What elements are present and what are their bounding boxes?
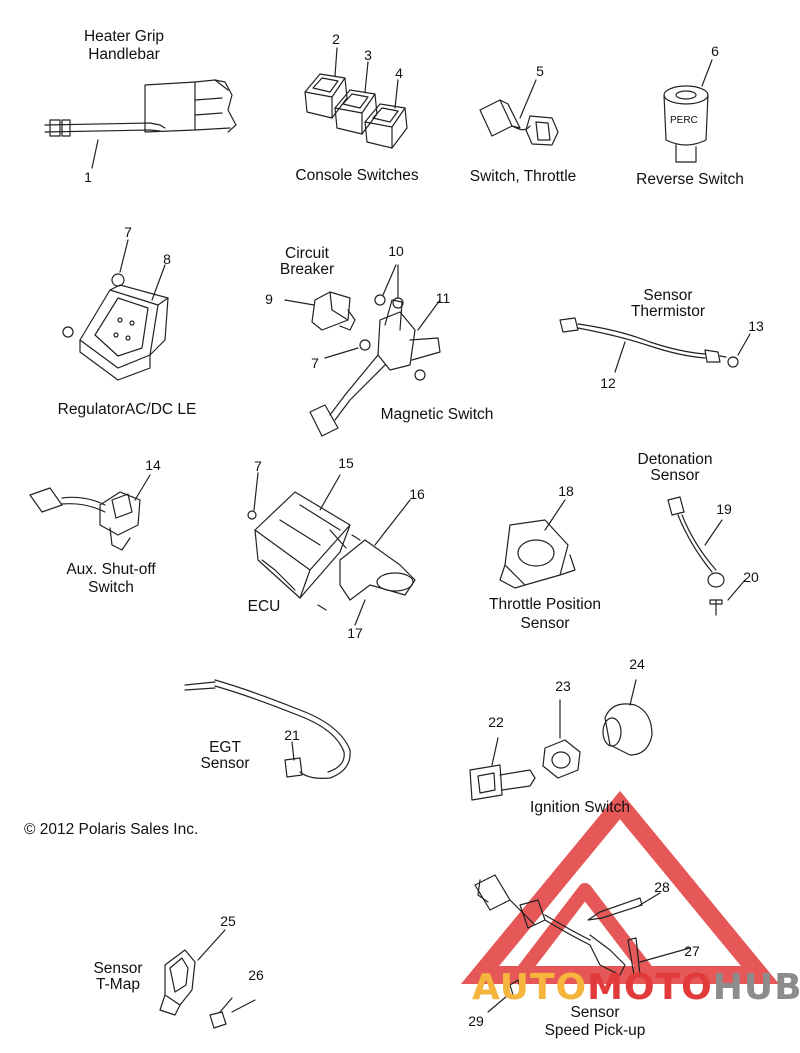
callout-9: 9 bbox=[265, 291, 273, 307]
ignition-switch-part bbox=[469, 679, 653, 801]
watermark-text: AUTOMOTOHUB bbox=[472, 967, 800, 1008]
tmap-sensor-part bbox=[159, 929, 256, 1029]
speed-pickup-part bbox=[474, 874, 691, 1013]
callout-22: 22 bbox=[488, 714, 504, 730]
label-reverse-switch: Reverse Switch bbox=[636, 171, 744, 188]
callout-26: 26 bbox=[248, 967, 264, 983]
detonation-sensor-part bbox=[667, 496, 746, 616]
ecu-part bbox=[247, 472, 416, 626]
label-circuit-breaker: Circuit Breaker bbox=[279, 245, 335, 278]
perc-marking: PERC bbox=[670, 115, 698, 126]
reverse-switch-part bbox=[663, 59, 713, 163]
callout-14: 14 bbox=[145, 457, 161, 473]
thermistor-part bbox=[559, 317, 751, 373]
callout-17: 17 bbox=[347, 625, 363, 641]
callout-2: 2 bbox=[332, 31, 340, 47]
label-heater-grip: Heater Grip Handlebar bbox=[83, 28, 165, 63]
callout-25: 25 bbox=[220, 913, 236, 929]
label-throttle-position: Throttle Position Sensor bbox=[489, 596, 601, 632]
callout-4: 4 bbox=[395, 65, 403, 81]
callout-23: 23 bbox=[555, 678, 571, 694]
callout-7b: 7 bbox=[311, 355, 319, 371]
callout-1: 1 bbox=[84, 169, 92, 185]
label-ecu: ECU bbox=[247, 598, 281, 615]
label-switch-throttle: Switch, Throttle bbox=[469, 168, 577, 185]
watermark-hub: HUB bbox=[712, 967, 800, 1008]
regulator-part bbox=[62, 239, 169, 381]
callout-29: 29 bbox=[468, 1013, 484, 1029]
callout-11: 11 bbox=[435, 290, 451, 306]
callout-7a: 7 bbox=[124, 224, 132, 240]
callout-24: 24 bbox=[629, 656, 645, 672]
callout-28: 28 bbox=[654, 879, 670, 895]
heater-grip-part bbox=[44, 79, 237, 169]
callout-5: 5 bbox=[536, 63, 544, 79]
callout-15: 15 bbox=[338, 455, 354, 471]
label-regulator: RegulatorAC/DC LE bbox=[57, 401, 197, 418]
callout-8: 8 bbox=[163, 251, 171, 267]
label-speed-pickup: Sensor Speed Pick-up bbox=[544, 1004, 646, 1039]
aux-shutoff-part bbox=[29, 474, 151, 551]
callout-19: 19 bbox=[716, 501, 732, 517]
magnetic-switch-part bbox=[284, 264, 441, 437]
label-sensor-tmap: Sensor T-Map bbox=[93, 960, 143, 993]
egt-sensor-part bbox=[184, 679, 351, 779]
label-aux-shutoff: Aux. Shut-off Switch bbox=[66, 561, 156, 596]
callout-27: 27 bbox=[684, 943, 700, 959]
console-switches-part bbox=[304, 47, 408, 149]
callout-13: 13 bbox=[748, 318, 764, 334]
label-egt-sensor: EGT Sensor bbox=[200, 739, 250, 772]
throttle-position-part bbox=[499, 499, 576, 589]
callout-21: 21 bbox=[284, 727, 300, 743]
label-magnetic-switch: Magnetic Switch bbox=[380, 406, 494, 423]
label-detonation-sensor: Detonation Sensor bbox=[637, 451, 713, 484]
label-ignition-switch: Ignition Switch bbox=[530, 799, 630, 816]
watermark-auto: AUTO bbox=[472, 967, 588, 1008]
label-sensor-thermistor: Sensor Thermistor bbox=[630, 287, 706, 320]
callout-18: 18 bbox=[558, 483, 574, 499]
callout-16: 16 bbox=[409, 486, 425, 502]
callout-6: 6 bbox=[711, 43, 719, 59]
watermark-moto: MOTO bbox=[587, 967, 713, 1008]
label-console-switches: Console Switches bbox=[295, 167, 419, 184]
callout-20: 20 bbox=[743, 569, 759, 585]
watermark-logo bbox=[460, 790, 780, 984]
callout-3: 3 bbox=[364, 47, 372, 63]
throttle-switch-part bbox=[479, 79, 559, 146]
callout-12: 12 bbox=[600, 375, 616, 391]
callout-7c: 7 bbox=[254, 458, 262, 474]
callout-10: 10 bbox=[388, 243, 404, 259]
copyright-notice: © 2012 Polaris Sales Inc. bbox=[24, 821, 199, 838]
